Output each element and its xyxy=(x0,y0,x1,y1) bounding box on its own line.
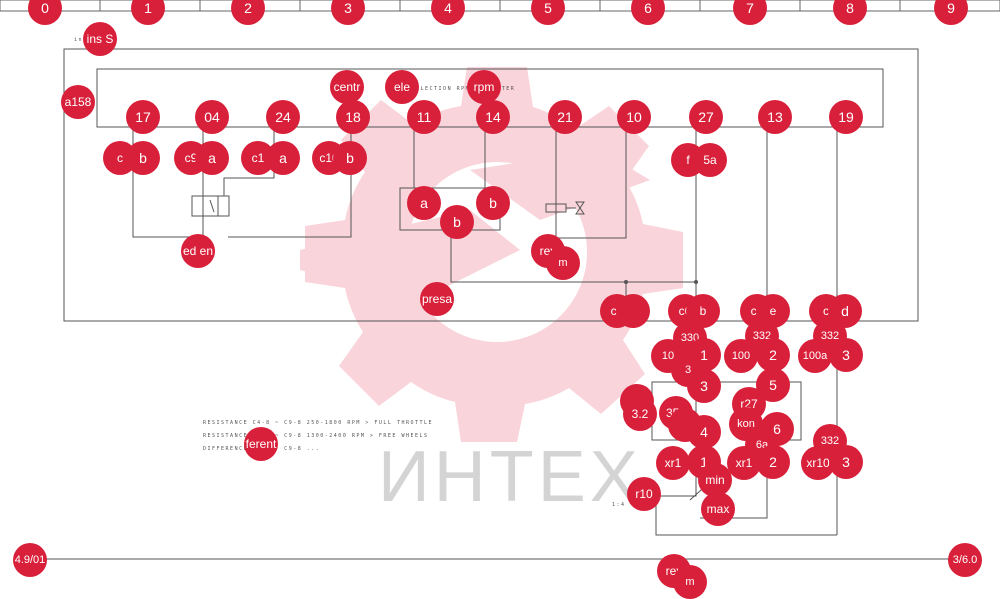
annotation-badge: r10 xyxy=(627,477,661,511)
annotation-badge: 3 xyxy=(687,369,721,403)
annotation-badge: 3.2 xyxy=(623,397,657,431)
annotation-badge: ele xyxy=(385,70,419,104)
annotation-badge: a158 xyxy=(61,85,95,119)
annotation-badge: b xyxy=(333,141,367,175)
annotation-badge: xr1 xyxy=(727,446,761,480)
connector-small-label: 1:4 xyxy=(612,502,626,508)
annotation-badge: m xyxy=(673,565,707,599)
annotation-badge: 100a xyxy=(798,339,832,373)
annotation-badge: 5a xyxy=(693,143,727,177)
annotation-badge: 4 xyxy=(687,415,721,449)
watermark-text: ИНТЕХ xyxy=(378,437,642,517)
annotation-badge: rpm xyxy=(467,70,501,104)
annotation-badge: 24 xyxy=(266,100,300,134)
annotation-badge: 10 xyxy=(617,100,651,134)
annotation-badge: 3/6.0 xyxy=(948,543,982,577)
annotation-badge: 3 xyxy=(829,338,863,372)
annotation-badge: b xyxy=(126,141,160,175)
annotation-badge: 9 xyxy=(934,0,968,25)
annotation-badge: 2 xyxy=(756,338,790,372)
annotation-badge: ins S xyxy=(83,22,117,56)
annotation-badge: m xyxy=(546,246,580,280)
annotation-badge xyxy=(616,294,650,328)
annotation-badge: max xyxy=(701,492,735,526)
annotation-badge: 14 xyxy=(476,100,510,134)
annotation-badge: b xyxy=(476,186,510,220)
annotation-badge: 21 xyxy=(548,100,582,134)
annotation-badge: 27 xyxy=(689,100,723,134)
note-line-1: RESISTANCE C4-8 ~ C9-8 250-1800 RPM > FU… xyxy=(203,420,434,426)
annotation-badge: presa xyxy=(420,282,454,316)
annotation-badge: 2 xyxy=(756,445,790,479)
annotation-badge: a xyxy=(195,141,229,175)
annotation-badge: 18 xyxy=(336,100,370,134)
annotation-badge: 19 xyxy=(829,100,863,134)
annotation-badge: centr xyxy=(330,70,364,104)
annotation-badge: 11 xyxy=(407,100,441,134)
annotation-badge: xr1 xyxy=(656,446,690,480)
annotation-badge: min xyxy=(698,463,732,497)
annotation-badge: 13 xyxy=(758,100,792,134)
annotation-badge: 100 xyxy=(724,339,758,373)
box-title: ELECTION RPM CONVERTER xyxy=(416,86,516,92)
note-line-2: RESISTANCE C4-8 ~ C9-8 1300-2400 RPM > F… xyxy=(203,433,429,439)
annotation-badge: ferent xyxy=(244,427,278,461)
annotation-badge: 3 xyxy=(829,445,863,479)
junction-dots xyxy=(624,280,698,284)
annotation-badge: 17 xyxy=(126,100,160,134)
annotation-badge: b xyxy=(440,205,474,239)
annotation-badge: a xyxy=(266,141,300,175)
annotation-badge: 04 xyxy=(195,100,229,134)
annotation-badge: 4.9/01 xyxy=(13,543,47,577)
annotation-badge: a xyxy=(407,186,441,220)
annotation-badge: kon xyxy=(729,407,763,441)
top-ruler xyxy=(0,0,1000,12)
annotation-badge: ed en xyxy=(181,234,215,268)
annotation-badge: 2 xyxy=(231,0,265,25)
